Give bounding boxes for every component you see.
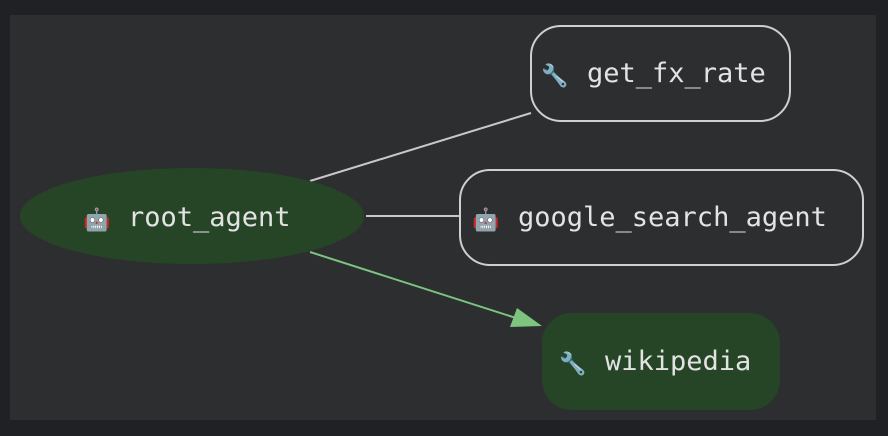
node-google-search-agent[interactable]: 🤖 google_search_agent [459,169,864,266]
wrench-icon: 🔧 [559,350,586,377]
node-wikipedia-shape [542,313,780,410]
node-google-search-agent-label: google_search_agent [518,202,827,233]
node-root-agent-label: root_agent [128,202,291,233]
edge-root-agent-to-wikipedia [309,251,517,319]
node-get-fx-rate-shape [530,25,791,122]
node-wikipedia[interactable]: 🔧 wikipedia [542,313,780,410]
node-get-fx-rate-label: get_fx_rate [587,58,766,89]
edge-root-agent-to-get-fx-rate [309,112,532,182]
node-root-agent-shape [20,168,364,264]
node-root-agent[interactable]: 🤖 root_agent [20,168,364,264]
agent-graph-canvas: 🤖 root_agent 🔧 get_fx_rate 🤖 google_sear… [10,15,876,420]
node-get-fx-rate[interactable]: 🔧 get_fx_rate [530,25,791,122]
wrench-icon: 🔧 [541,62,568,89]
node-google-search-agent-shape [459,169,864,266]
edge-arrowhead-wikipedia [510,308,542,327]
agent-graph: 🤖 root_agent 🔧 get_fx_rate 🤖 google_sear… [20,25,864,410]
robot-icon: 🤖 [83,207,110,233]
robot-icon: 🤖 [472,207,499,233]
node-wikipedia-label: wikipedia [605,346,751,377]
